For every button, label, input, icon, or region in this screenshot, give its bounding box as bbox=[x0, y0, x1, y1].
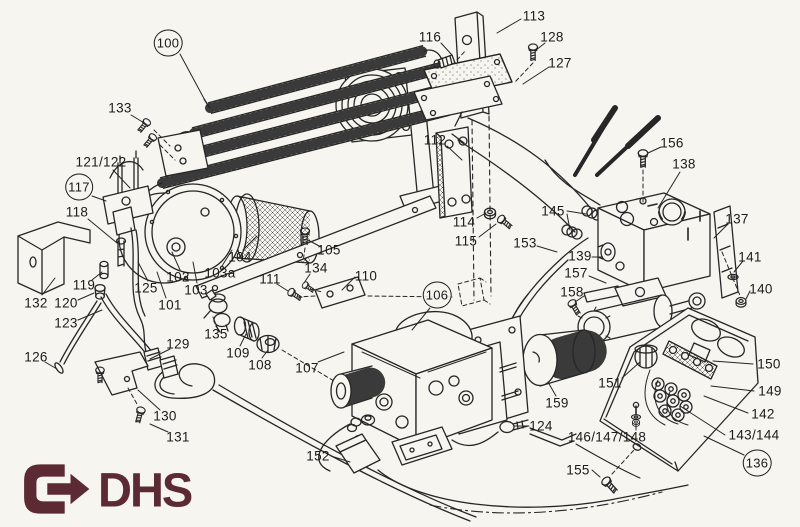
mounting-plate-110 bbox=[285, 276, 453, 309]
leader-lines bbox=[41, 18, 755, 478]
support-bar bbox=[195, 195, 437, 299]
logo-text: DHS bbox=[98, 461, 193, 517]
screw-155 bbox=[599, 449, 635, 496]
orifice-116 bbox=[433, 49, 467, 69]
ribbed-drum-159 bbox=[522, 329, 607, 387]
capillary-tube-126 bbox=[54, 300, 102, 374]
terminal-screws bbox=[651, 377, 693, 422]
bracket-137 bbox=[713, 205, 747, 308]
fitting-119 bbox=[99, 260, 109, 280]
screw-158 bbox=[566, 297, 583, 317]
screw-156 bbox=[637, 149, 649, 206]
pilot-line-124 bbox=[451, 419, 641, 479]
alignment-dashes bbox=[281, 349, 335, 382]
sensor-probes bbox=[451, 105, 661, 233]
pilot-assembly bbox=[102, 150, 154, 236]
bracket-screws-133 bbox=[135, 116, 176, 161]
crescent-arrow-icon bbox=[24, 464, 90, 514]
flare-nut-108 bbox=[256, 334, 280, 354]
tube-bracket bbox=[157, 129, 209, 177]
brand-logo: DHS bbox=[18, 460, 193, 518]
elbow-120 bbox=[94, 283, 106, 300]
ignition-cable-152 bbox=[318, 417, 689, 514]
screw-115 bbox=[495, 213, 515, 232]
gas-valve bbox=[330, 310, 529, 466]
control-box bbox=[597, 192, 711, 293]
junction-box bbox=[599, 307, 759, 472]
pilot-bolt-118 bbox=[115, 237, 127, 267]
nipple-109 bbox=[233, 316, 260, 342]
finned-tube-bank bbox=[137, 45, 467, 255]
coil-bracket-130 bbox=[94, 351, 149, 424]
channel-112 bbox=[435, 126, 473, 219]
screw-128 bbox=[514, 43, 539, 83]
gasket-plates-127 bbox=[413, 53, 513, 121]
l-bracket-132 bbox=[17, 221, 91, 295]
